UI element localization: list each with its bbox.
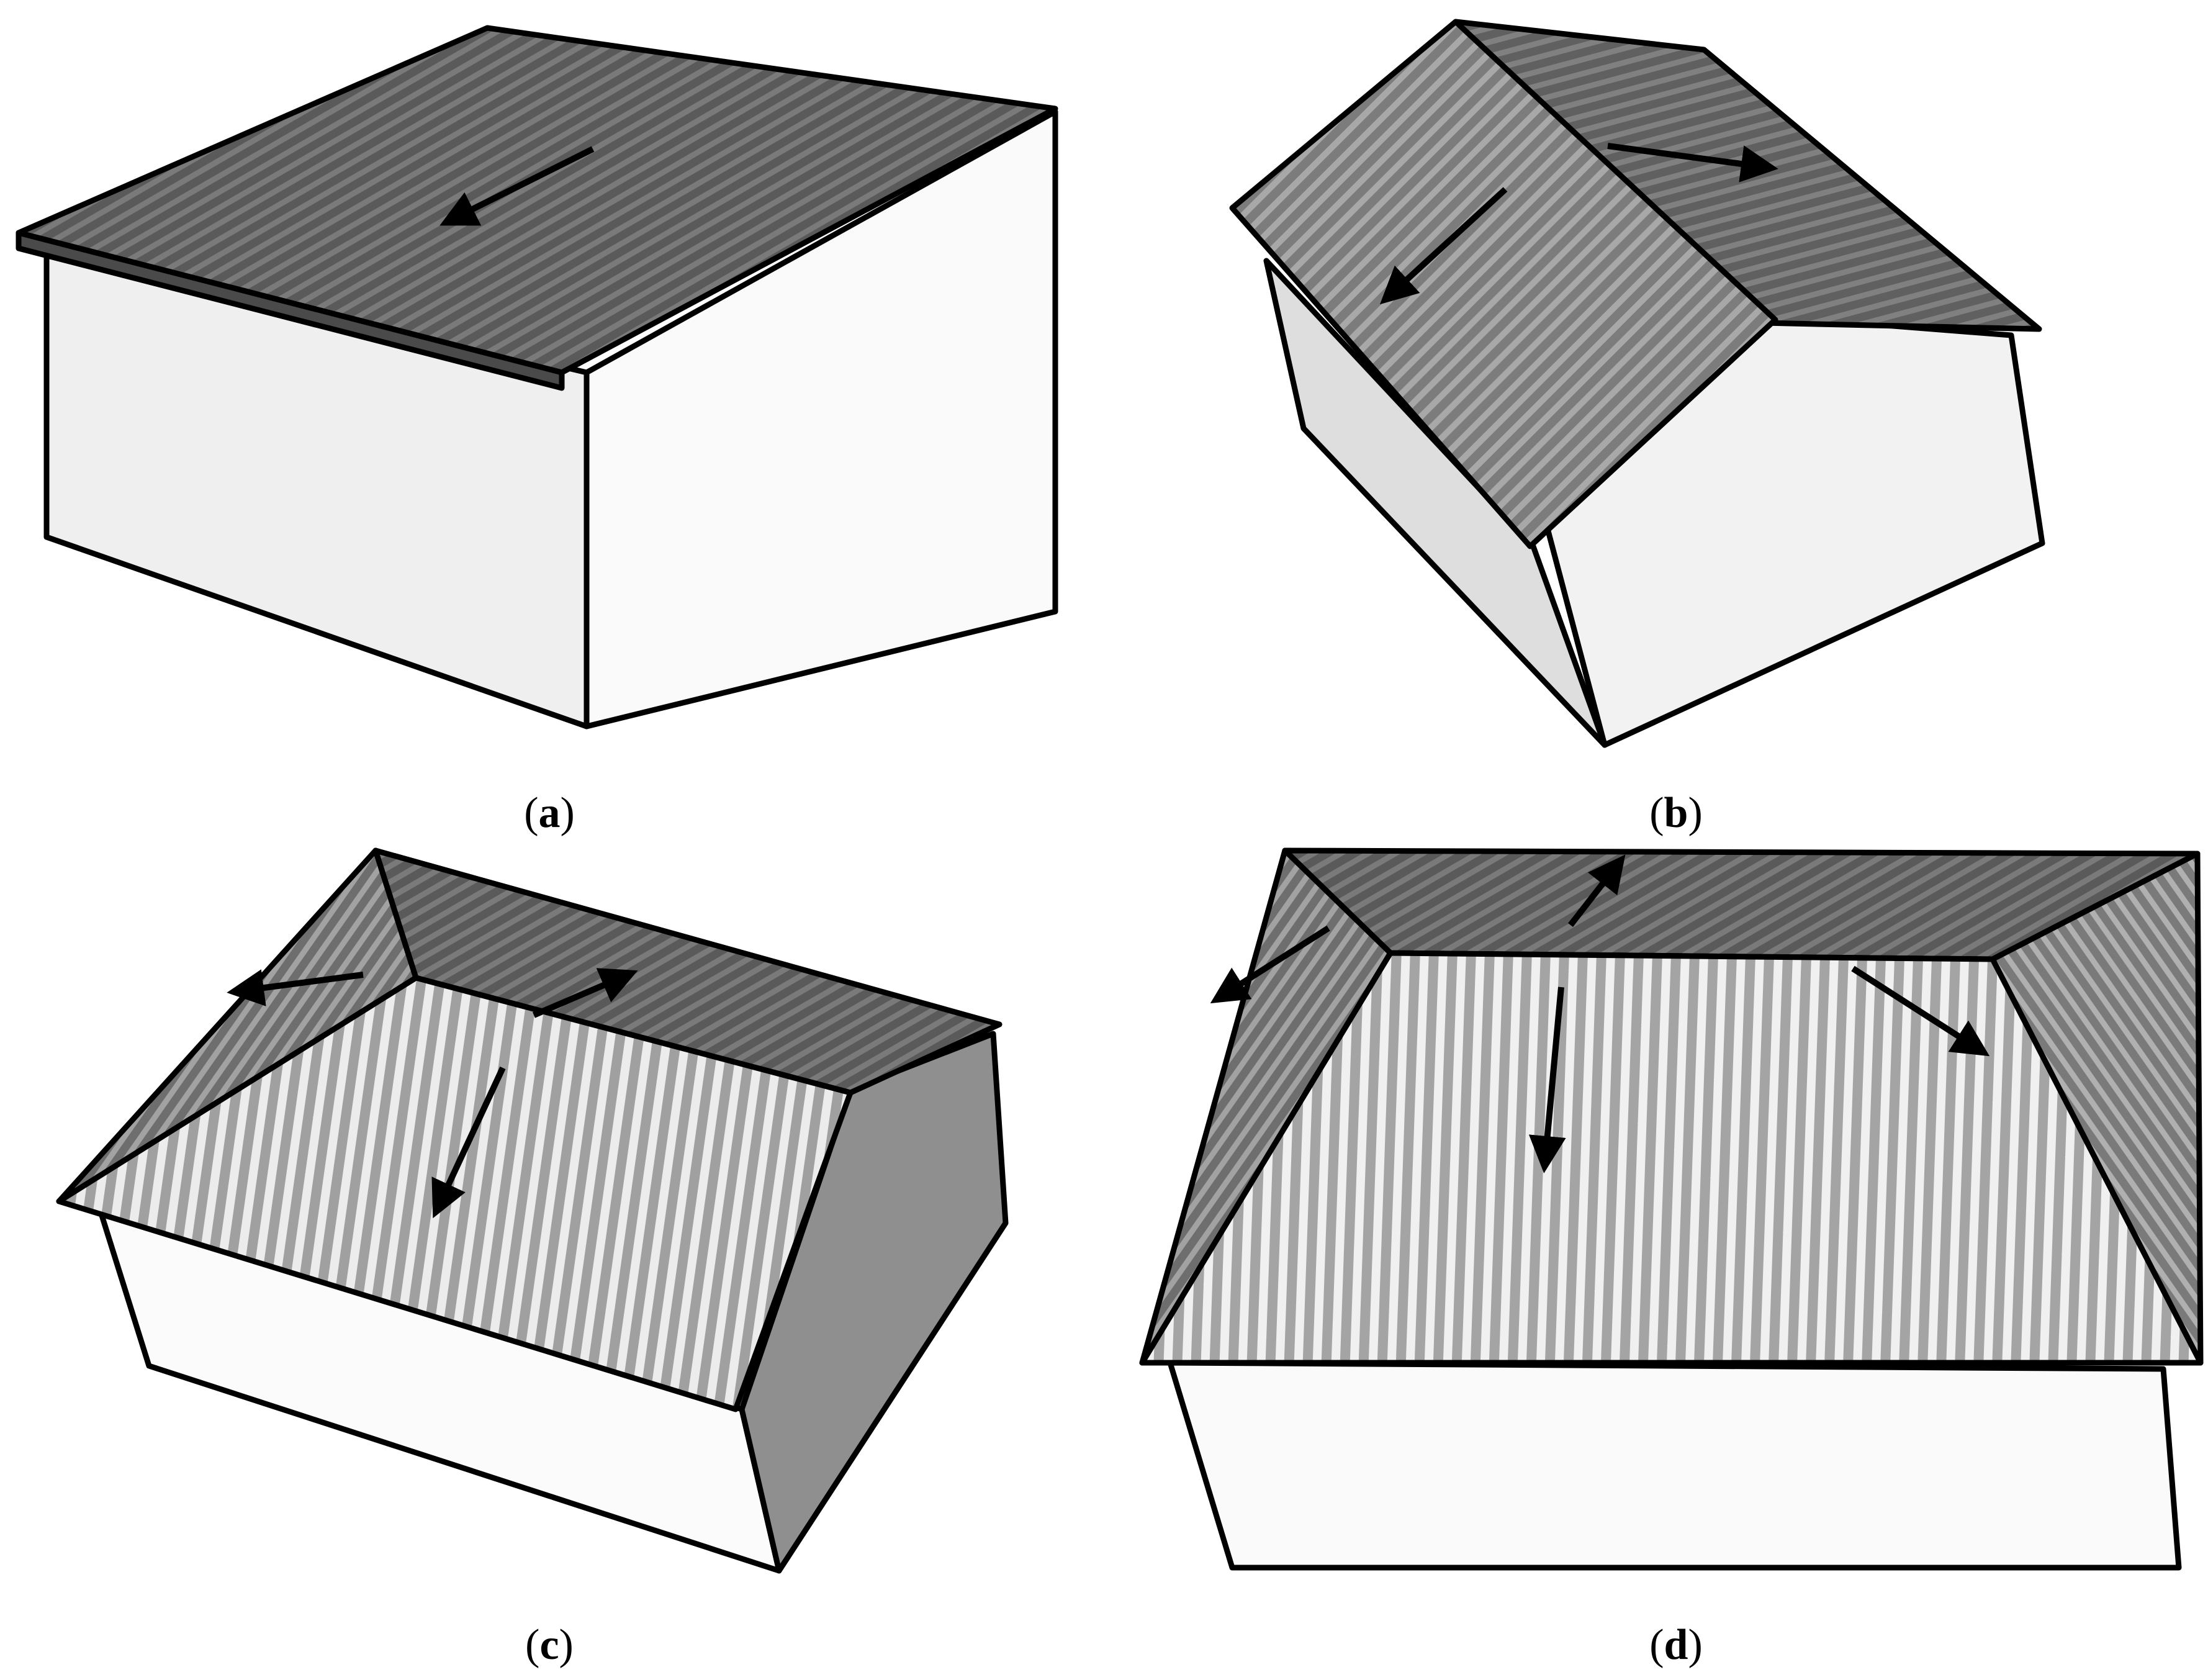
panel-c-slope-arrow-hip xyxy=(227,969,364,1006)
panel-d-slope-arrow-right xyxy=(1851,965,1990,1057)
panel-a-building xyxy=(16,25,1058,729)
panel-d-slope-arrow-back xyxy=(1568,854,1626,928)
panel-b-slope-arrow-right xyxy=(1607,143,1778,183)
panel-d-slope-arrow-front xyxy=(1528,987,1566,1173)
panel-b-slope-arrow-left xyxy=(1379,187,1508,305)
caption-b: (b) xyxy=(1649,789,1703,837)
panel-d-slope-arrow-left xyxy=(1210,925,1330,1004)
panel-c-slope-arrow-back xyxy=(533,968,638,1018)
panel-d-front-wall xyxy=(1167,1360,2182,1571)
panel-c-building xyxy=(56,847,1009,1574)
panel-d-building xyxy=(1139,847,2204,1571)
caption-d: (d) xyxy=(1649,1621,1703,1669)
panel-b-building xyxy=(1229,19,2045,748)
panel-b-roof-left xyxy=(1229,19,1778,549)
caption-a: (a) xyxy=(524,789,575,837)
panel-a-roof-edge xyxy=(16,230,565,391)
panel-d-roof-front xyxy=(1139,950,2204,1366)
panel-c-slope-arrow-front xyxy=(431,1066,506,1219)
panel-a-slope-arrow xyxy=(439,146,595,226)
panel-a-side-wall xyxy=(584,109,1058,729)
caption-c: (c) xyxy=(525,1621,574,1669)
